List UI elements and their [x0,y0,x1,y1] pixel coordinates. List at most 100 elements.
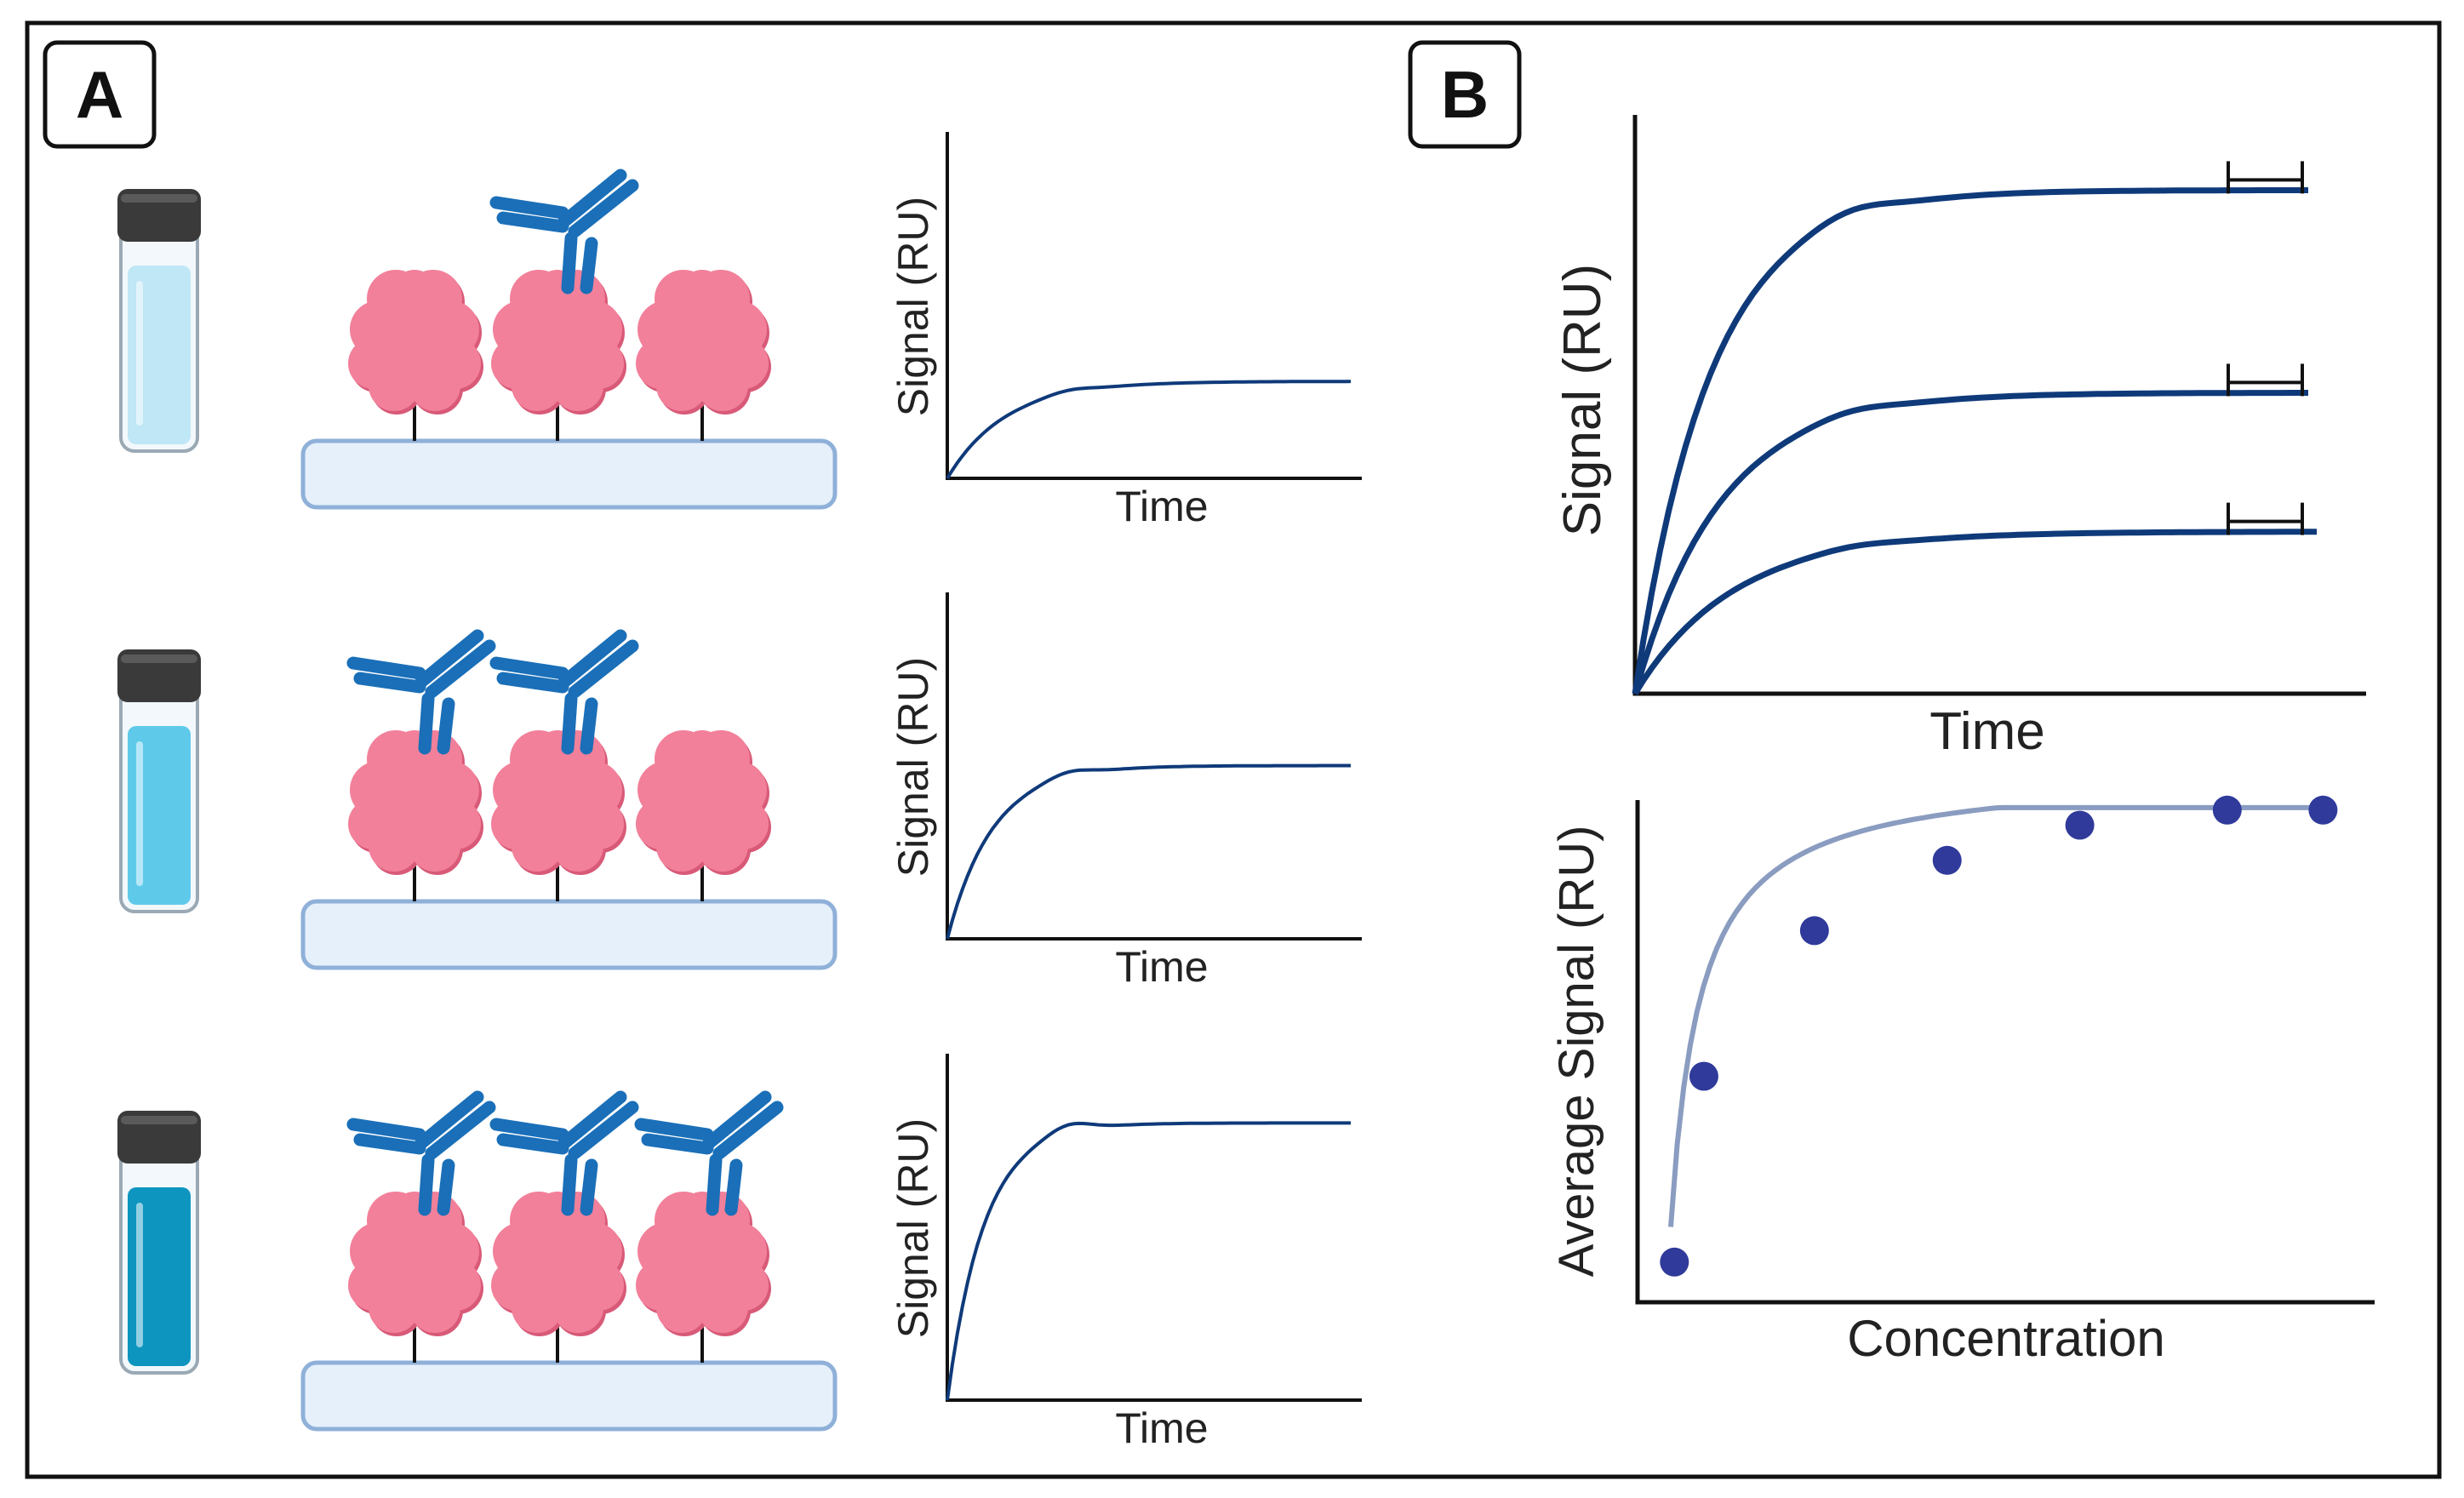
vial-liquid [128,726,191,905]
y-axis-label: Signal (RU) [889,1118,937,1338]
panel-a-chart-2: Time Signal (RU) [889,592,1362,991]
sensor-surface-icon [300,899,838,970]
vial-cap-rim [121,1116,197,1124]
antibody-chain-4 [702,1090,772,1150]
antibody-chain-3 [568,1101,639,1160]
binding-curve [946,763,1351,940]
antigen-icon [348,730,483,875]
x-axis-label: Time [1115,483,1208,530]
antibody-icon [489,629,639,755]
averaging-window-marker [2227,161,2304,194]
panel-b-label-box: B [1408,40,1522,149]
antigen-icon [491,270,626,415]
antibody-chain-3 [425,1101,496,1160]
chart-axes [946,1054,1362,1402]
figure-frame [25,20,2442,1479]
antibody-chain-5 [496,211,569,233]
vial-cap-rim [121,194,197,203]
antibody-chain-2 [580,697,598,755]
antibody-chain-6 [346,1118,426,1141]
vial-cap-rim [121,655,197,663]
vial-liquid [128,1187,191,1366]
antibody-icon [346,629,496,755]
antibody-chain-2 [580,1158,598,1216]
binding-curve [946,1121,1351,1401]
averaging-window-marker [2227,363,2304,397]
antibody-chain-2 [437,1158,455,1216]
panel-b-sensorgram-chart: Time Signal (RU) [1553,115,2366,761]
antigen-icon [636,270,771,415]
data-point [2212,795,2242,825]
antibody-chain-5 [496,672,569,694]
antibody-icon [489,169,639,294]
y-axis-label: Signal (RU) [1553,264,1612,536]
vial-highlight [136,741,143,886]
antigen-icon [636,1192,771,1336]
antibody-chain-2 [724,1158,743,1216]
antibody-chain-6 [634,1118,714,1141]
sensorgram-curve-3 [1632,529,2317,695]
sensor-surface-icon [300,1360,838,1432]
x-axis-label: Time [1115,1404,1208,1452]
panel-a-row-3: Time Signal (RU) [117,1054,1362,1452]
antibody-chain-1 [561,232,578,294]
chart-axes [1635,800,2375,1305]
antibody-icon [346,1090,496,1216]
x-axis-label: Concentration [1847,1310,2165,1367]
antibody-chain-5 [496,1133,569,1155]
antibody-chain-1 [561,692,578,755]
antigen-icon [348,1192,483,1336]
data-point [1689,1061,1718,1091]
antibody-chain-4 [414,629,484,689]
panel-b-charts: Time Signal (RU) Concentration Average Sign… [1549,115,2375,1367]
vial-icon [117,1111,201,1375]
antibody-icon [489,1090,639,1216]
antibody-chain-3 [568,639,639,699]
antibody-chain-6 [346,656,426,680]
panel-b-concentration-chart: Concentration Average Signal (RU) [1549,795,2375,1367]
antibody-chain-3 [568,179,639,238]
panel-a-chart-3: Time Signal (RU) [889,1054,1362,1452]
antibody-chain-6 [489,196,569,220]
data-point [1799,916,1829,946]
panel-b-label: B [1441,57,1489,132]
antibody-chain-5 [641,1133,714,1155]
binding-curve [946,380,1352,480]
data-point [2308,795,2338,825]
vial-icon [117,189,201,453]
antigen-icon [348,270,483,415]
antibody-chain-4 [414,1090,484,1150]
antibody-chain-5 [353,672,426,694]
data-point [1932,845,1962,875]
antibody-chain-3 [712,1101,784,1160]
antibody-chain-2 [580,237,598,294]
antibody-chain-1 [418,1153,435,1216]
vial-icon [117,649,201,913]
antibody-chain-5 [353,1133,426,1155]
antigen-icon [491,1192,626,1336]
panel-a-label-box: A [43,40,157,149]
y-axis-label: Signal (RU) [889,657,937,877]
antibody-chain-4 [557,1090,627,1150]
sensorgram-curve-1 [1632,187,2308,695]
saturation-fit-curve [1668,804,2324,1227]
antibody-chain-1 [706,1153,723,1216]
chart-axes [1632,115,2366,696]
antibody-chain-2 [437,697,455,755]
antibody-chain-6 [489,656,569,680]
data-point [2065,810,2095,840]
data-point [1660,1247,1689,1277]
antigen-icon [636,730,771,875]
y-axis-label: Average Signal (RU) [1549,826,1604,1278]
x-axis-label: Time [1929,702,2044,761]
antibody-chain-3 [425,639,496,699]
antibody-chain-1 [418,692,435,755]
vial-liquid [128,266,191,444]
panel-a-label: A [76,57,123,132]
panel-a-row-2: Time Signal (RU) [117,592,1362,991]
x-axis-label: Time [1115,943,1208,991]
vial-highlight [136,1203,143,1347]
